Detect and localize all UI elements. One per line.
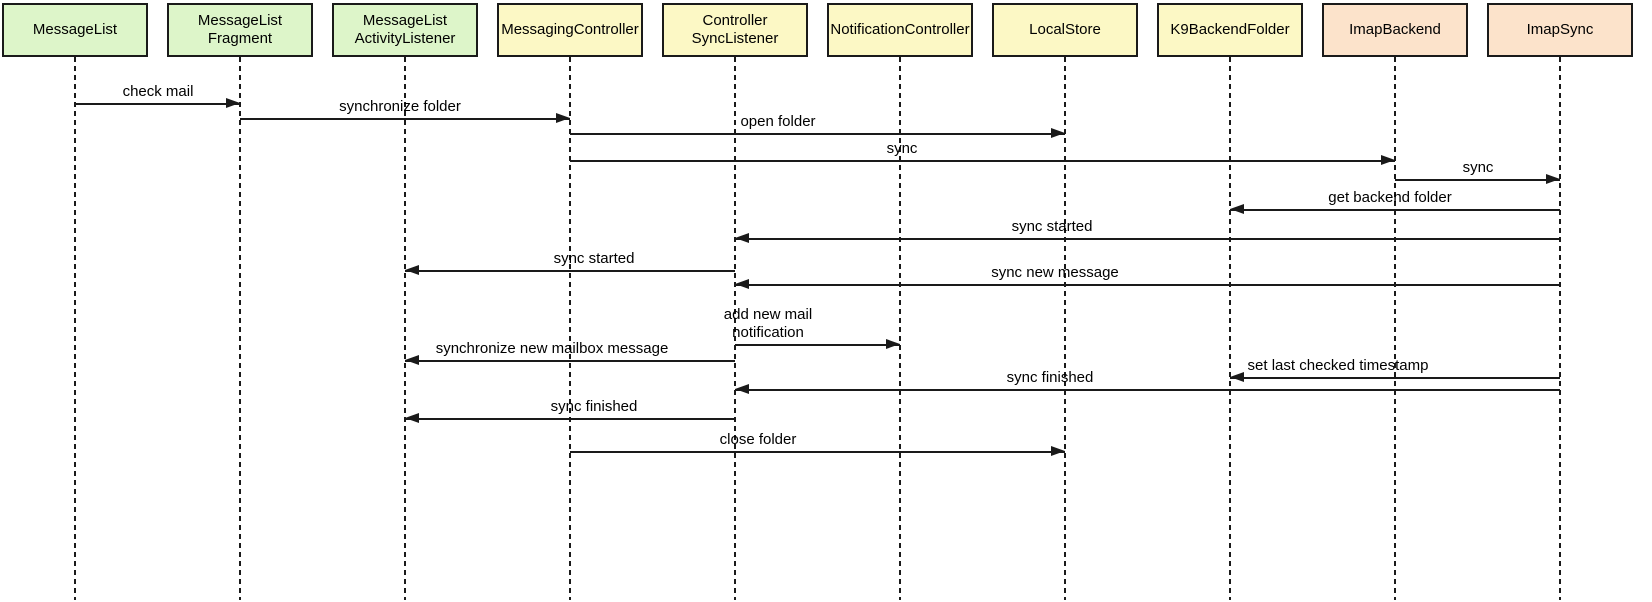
message-line (240, 118, 570, 120)
message-line (75, 103, 240, 105)
participant-box: Controller SyncListener (662, 3, 808, 57)
participant-label: MessageList Fragment (197, 12, 283, 47)
participant-label: ImapBackend (1349, 21, 1441, 38)
lifeline (1064, 57, 1066, 600)
message-label: open folder (740, 113, 816, 130)
participant-label: NotificationController (830, 21, 970, 38)
lifeline (74, 57, 76, 600)
arrowhead-right-icon (1051, 128, 1065, 138)
lifeline (239, 57, 241, 600)
message-label: sync (1462, 159, 1494, 176)
arrowhead-left-icon (735, 279, 749, 289)
message-label: synchronize new mailbox message (435, 340, 669, 357)
arrowhead-right-icon (226, 98, 240, 108)
message-line (735, 238, 1560, 240)
participant-box: ImapBackend (1322, 3, 1468, 57)
lifeline (734, 57, 736, 600)
lifeline (404, 57, 406, 600)
participant-box: MessageList ActivityListener (332, 3, 478, 57)
arrowhead-left-icon (405, 413, 419, 423)
participant-label: LocalStore (1029, 21, 1101, 38)
participant-label: MessageList ActivityListener (354, 12, 456, 47)
message-line (735, 284, 1560, 286)
message-label: set last checked timestamp (1247, 357, 1429, 374)
arrowhead-right-icon (1546, 174, 1560, 184)
message-line (735, 389, 1560, 391)
message-label: close folder (719, 431, 797, 448)
participant-box: ImapSync (1487, 3, 1633, 57)
lifeline (1394, 57, 1396, 600)
arrowhead-left-icon (735, 233, 749, 243)
message-label: sync started (1011, 218, 1093, 235)
lifeline (899, 57, 901, 600)
participant-label: Controller SyncListener (691, 12, 779, 47)
participant-box: MessagingController (497, 3, 643, 57)
message-line (1230, 209, 1560, 211)
message-label: sync new message (991, 264, 1119, 281)
message-line (405, 360, 735, 362)
message-line (1395, 179, 1560, 181)
arrowhead-right-icon (556, 113, 570, 123)
message-label: sync finished (1006, 369, 1094, 386)
message-label: add new mail notification (723, 306, 813, 341)
message-line (570, 160, 1395, 162)
message-line (735, 344, 900, 346)
participant-label: K9BackendFolder (1170, 21, 1290, 38)
participant-box: NotificationController (827, 3, 973, 57)
participant-label: ImapSync (1526, 21, 1594, 38)
message-label: sync finished (550, 398, 638, 415)
message-line (570, 133, 1065, 135)
participant-box: MessageList Fragment (167, 3, 313, 57)
lifeline (1229, 57, 1231, 600)
participant-label: MessagingController (501, 21, 639, 38)
arrowhead-left-icon (405, 265, 419, 275)
participant-box: MessageList (2, 3, 148, 57)
participant-box: K9BackendFolder (1157, 3, 1303, 57)
message-line (1230, 377, 1560, 379)
arrowhead-left-icon (1230, 204, 1244, 214)
message-line (570, 451, 1065, 453)
arrowhead-right-icon (886, 339, 900, 349)
lifeline (1559, 57, 1561, 600)
message-label: sync started (553, 250, 635, 267)
message-line (405, 418, 735, 420)
lifeline (569, 57, 571, 600)
message-label: get backend folder (1328, 189, 1452, 206)
participant-box: LocalStore (992, 3, 1138, 57)
arrowhead-right-icon (1381, 155, 1395, 165)
arrowhead-left-icon (1230, 372, 1244, 382)
arrowhead-right-icon (1051, 446, 1065, 456)
message-line (405, 270, 735, 272)
arrowhead-left-icon (735, 384, 749, 394)
participant-label: MessageList (32, 21, 118, 38)
message-label: synchronize folder (339, 98, 461, 115)
message-label: check mail (122, 83, 194, 100)
arrowhead-left-icon (405, 355, 419, 365)
message-label: sync (886, 140, 918, 157)
